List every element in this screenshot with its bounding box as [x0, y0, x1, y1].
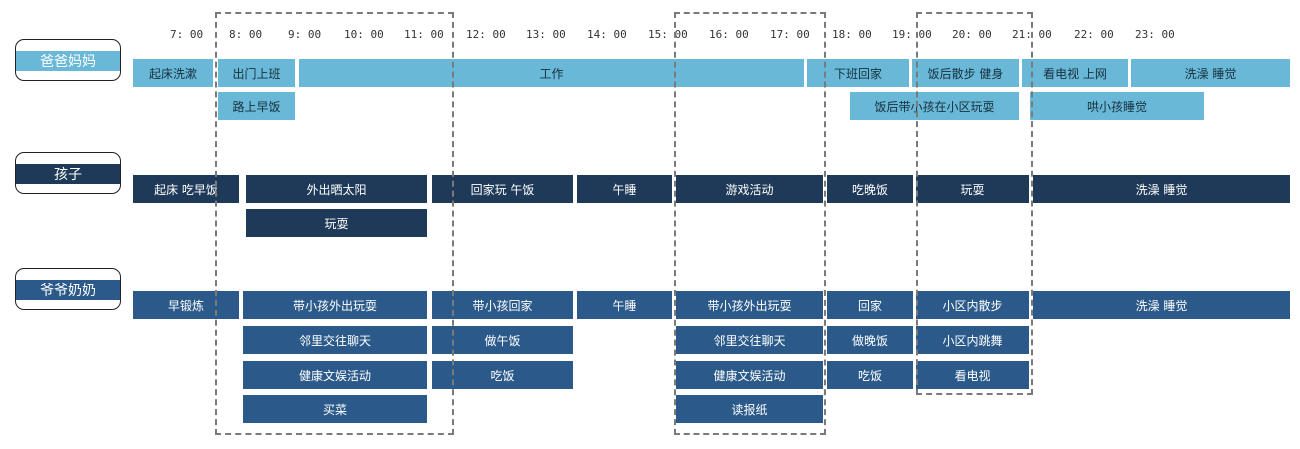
activity-block: 带小孩外出玩耍	[676, 291, 823, 319]
time-label: 16: 00	[709, 28, 749, 41]
activity-block: 小区内跳舞	[916, 326, 1029, 354]
time-label: 9: 00	[288, 28, 322, 41]
activity-block: 回家	[827, 291, 913, 319]
activity-block: 起床洗漱	[133, 59, 213, 87]
time-label: 21: 00	[1012, 28, 1052, 41]
activity-block: 做午饭	[432, 326, 573, 354]
role-label-child: 孩子	[15, 152, 121, 194]
activity-block: 饭后带小孩在小区玩耍	[850, 92, 1019, 120]
activity-block: 邻里交往聊天	[243, 326, 427, 354]
time-label: 8: 00	[229, 28, 263, 41]
role-text: 孩子	[16, 164, 120, 184]
activity-block: 游戏活动	[676, 175, 823, 203]
activity-block: 玩耍	[246, 209, 427, 237]
role-text: 爷爷奶奶	[16, 280, 120, 300]
activity-block: 小区内散步	[916, 291, 1029, 319]
time-label: 11: 00	[404, 28, 444, 41]
time-label: 19: 00	[892, 28, 932, 41]
activity-block: 路上早饭	[218, 92, 295, 120]
activity-block: 洗澡 睡觉	[1131, 59, 1290, 87]
time-label: 23: 00	[1135, 28, 1175, 41]
activity-block: 做晚饭	[827, 326, 913, 354]
time-label: 12: 00	[466, 28, 506, 41]
time-label: 18: 00	[832, 28, 872, 41]
time-label: 20: 00	[952, 28, 992, 41]
time-label: 14: 00	[587, 28, 627, 41]
time-label: 13: 00	[526, 28, 566, 41]
activity-block: 哄小孩睡觉	[1030, 92, 1204, 120]
role-label-parents: 爸爸妈妈	[15, 39, 121, 81]
time-label: 10: 00	[344, 28, 384, 41]
activity-block: 看电视 上网	[1022, 59, 1128, 87]
activity-block: 看电视	[916, 361, 1029, 389]
activity-block: 饭后散步 健身	[912, 59, 1019, 87]
activity-block: 午睡	[577, 175, 672, 203]
activity-block: 早锻炼	[133, 291, 239, 319]
time-label: 17: 00	[770, 28, 810, 41]
activity-block: 午睡	[577, 291, 672, 319]
activity-block: 下班回家	[807, 59, 909, 87]
time-label: 7: 00	[170, 28, 204, 41]
activity-block: 洗澡 睡觉	[1033, 175, 1290, 203]
time-label: 15: 00	[648, 28, 688, 41]
activity-block: 回家玩 午饭	[432, 175, 573, 203]
activity-block: 邻里交往聊天	[676, 326, 823, 354]
activity-block: 吃饭	[827, 361, 913, 389]
activity-block: 带小孩外出玩耍	[243, 291, 427, 319]
activity-block: 吃饭	[432, 361, 573, 389]
activity-block: 工作	[299, 59, 804, 87]
activity-block: 外出晒太阳	[246, 175, 427, 203]
role-label-grandparents: 爷爷奶奶	[15, 268, 121, 310]
activity-block: 带小孩回家	[432, 291, 573, 319]
activity-block: 吃晚饭	[827, 175, 913, 203]
activity-block: 买菜	[243, 395, 427, 423]
activity-block: 健康文娱活动	[676, 361, 823, 389]
activity-block: 玩耍	[916, 175, 1029, 203]
activity-block: 健康文娱活动	[243, 361, 427, 389]
activity-block: 起床 吃早饭	[133, 175, 239, 203]
time-label: 22: 00	[1074, 28, 1114, 41]
activity-block: 洗澡 睡觉	[1033, 291, 1290, 319]
activity-block: 出门上班	[218, 59, 295, 87]
role-text: 爸爸妈妈	[16, 51, 120, 71]
activity-block: 读报纸	[676, 395, 823, 423]
